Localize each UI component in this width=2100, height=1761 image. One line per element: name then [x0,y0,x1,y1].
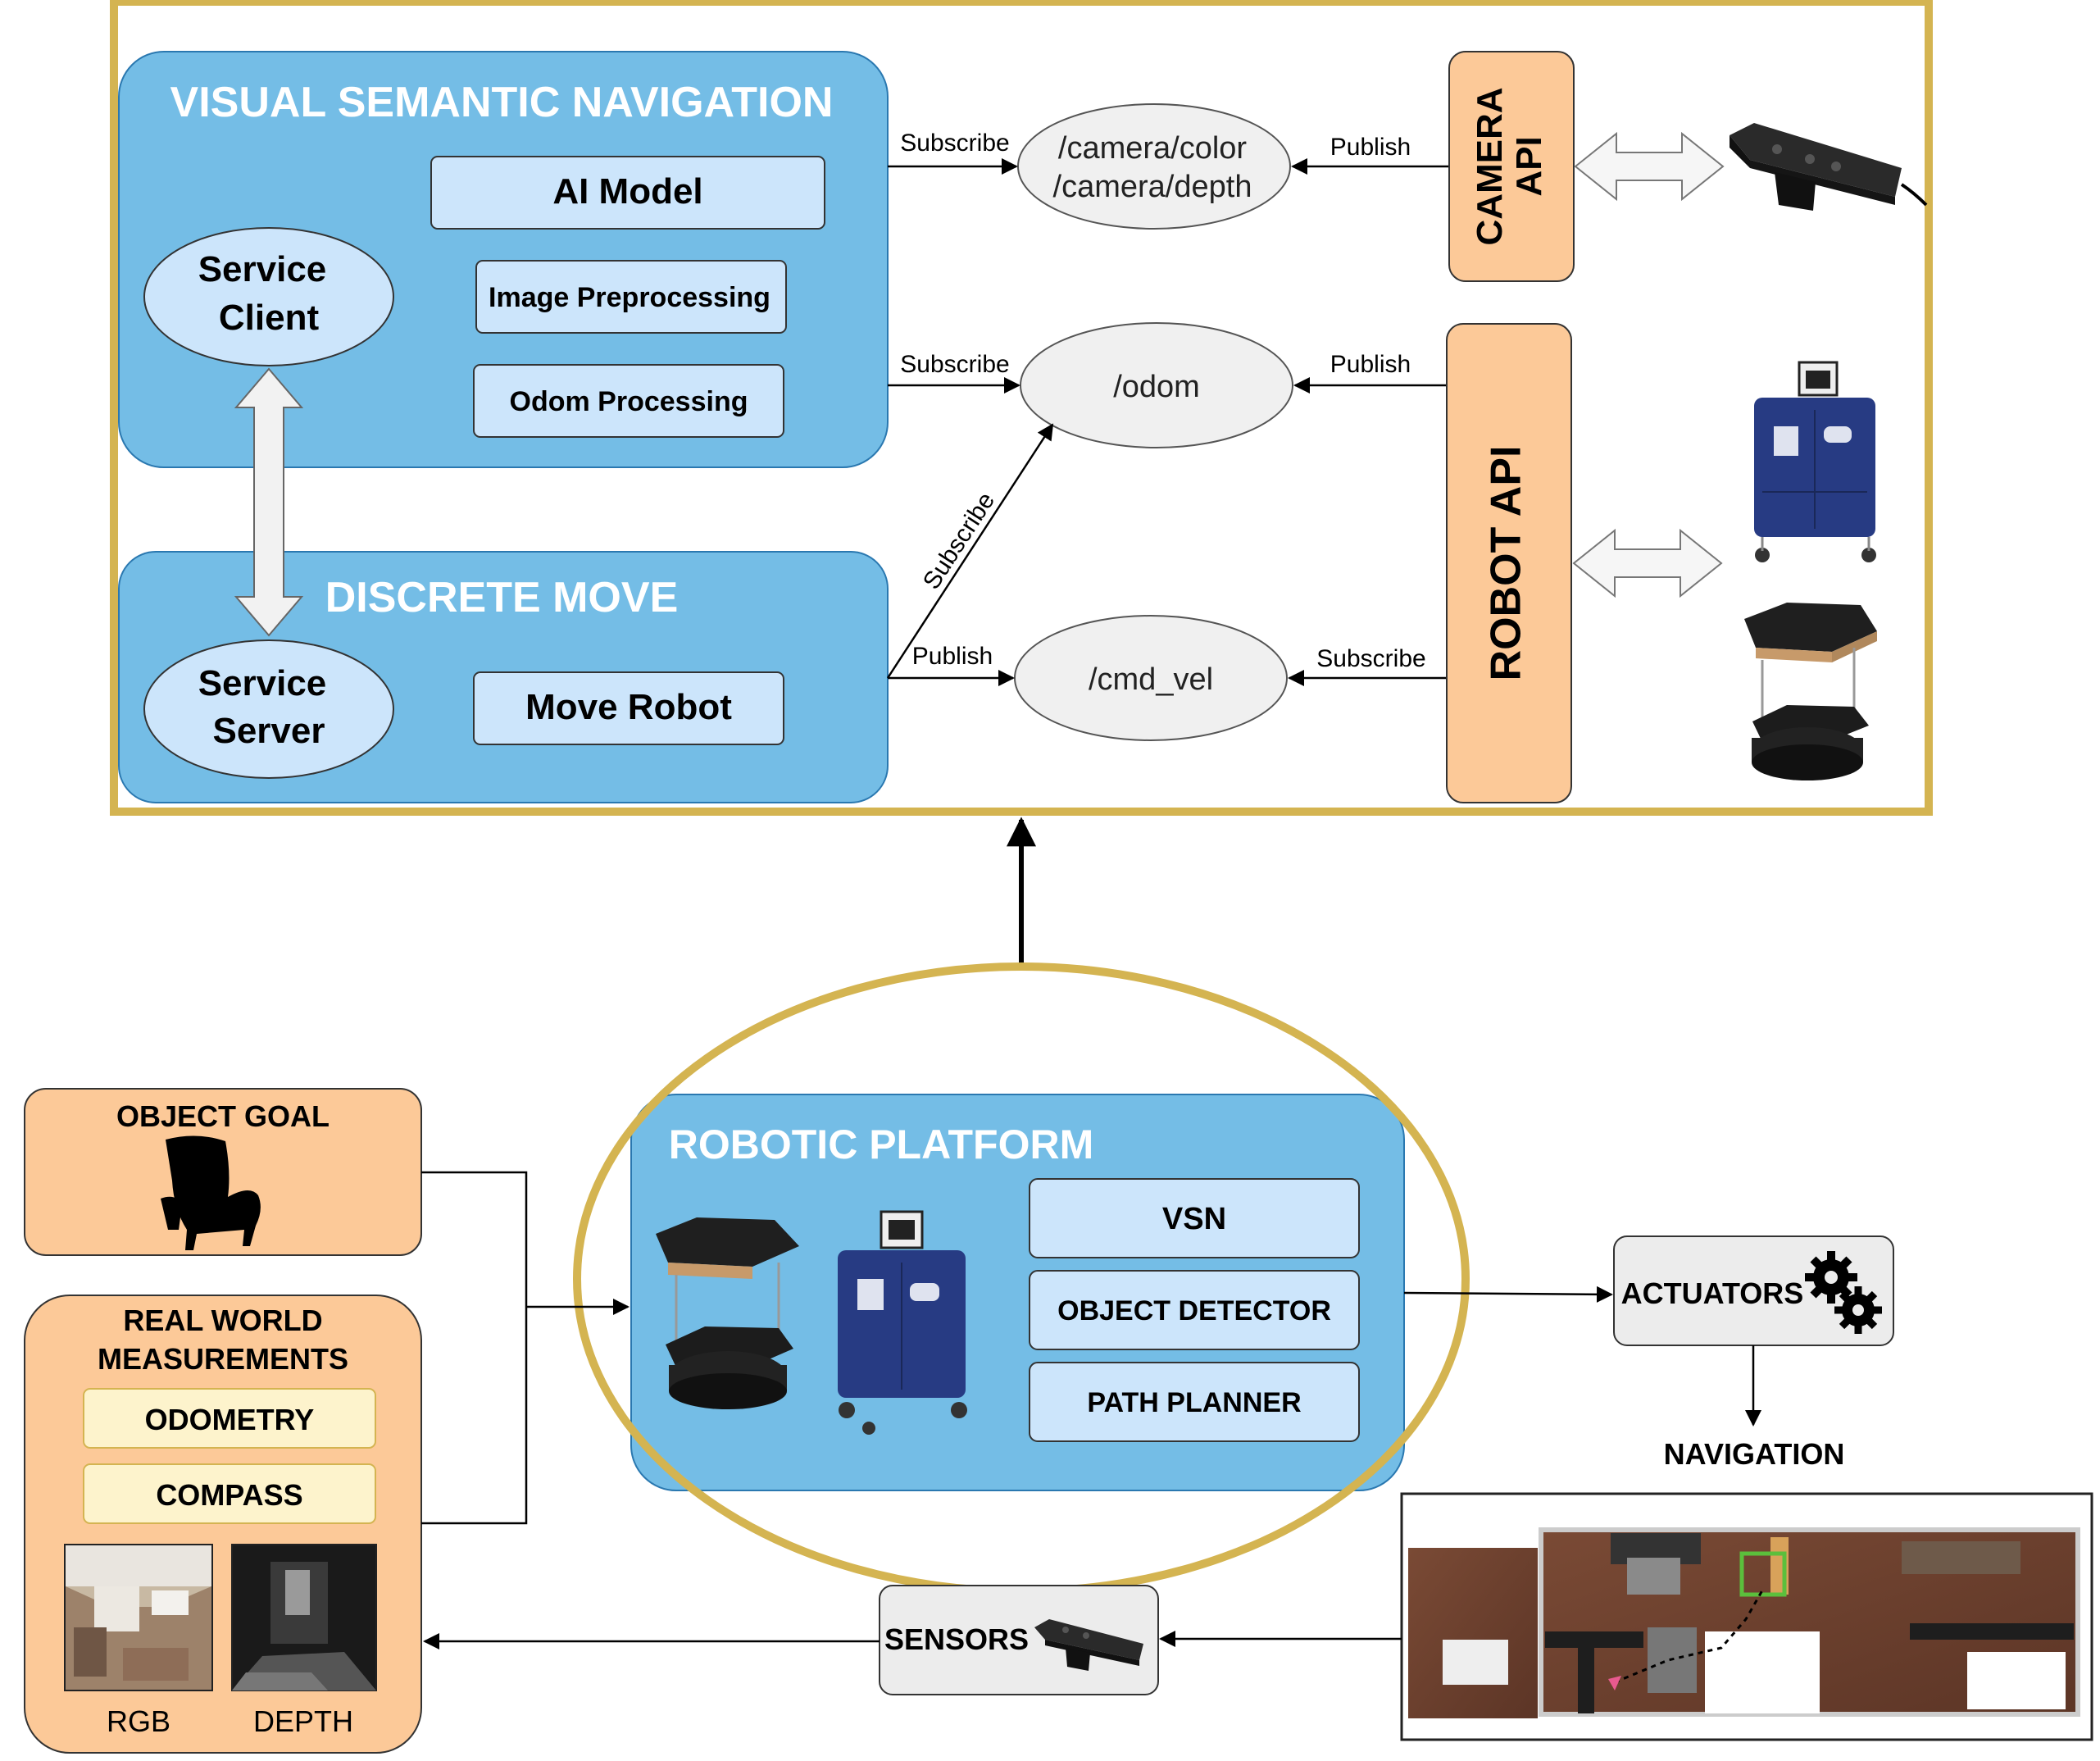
publish-label-odom: Publish [1330,351,1411,378]
robot-api-label: ROBOT API [1483,446,1530,681]
turtlebot-robot-image [1744,603,1877,780]
robotic-platform-title: ROBOTIC PLATFORM [669,1122,1093,1167]
subscribe-label-odom: Subscribe [900,351,1009,378]
cmd-vel-topic-ellipse[interactable] [1014,615,1288,741]
image-preprocessing-label: Image Preprocessing [489,282,770,313]
platform-vsn-label: VSN [1162,1202,1226,1236]
odom-topic-label: /odom [1113,370,1200,404]
gears-icon [1805,1251,1882,1334]
vsn-title: VISUAL SEMANTIC NAVIGATION [170,79,834,126]
subscribe-label-cmdvel: Subscribe [1316,645,1425,672]
real-world-title-line1: REAL WORLD [123,1304,322,1337]
service-server-line2: Server [212,711,325,751]
discrete-subscribe-odom-arrow [886,423,1054,679]
platform-turtlebot-image [656,1217,799,1409]
platform-to-actuators-arrow [1403,1285,1613,1303]
depth-label: DEPTH [253,1704,353,1738]
odometry-label: ODOMETRY [145,1403,315,1436]
ai-model-label: AI Model [552,171,702,212]
odom-processing-box[interactable] [473,364,784,438]
service-double-arrow [234,367,304,637]
platform-blue-robot-image [838,1210,967,1435]
image-preprocessing-box[interactable] [475,260,787,334]
navigation-floor-plan-image [1400,1492,2093,1741]
blue-service-robot-image [1754,361,1876,562]
service-client-line1: Service [198,249,327,289]
armchair-icon [161,1135,261,1250]
inputs-bracket-line [421,1171,528,1525]
actuators-label: ACTUATORS [1621,1276,1804,1310]
object-detector-label: OBJECT DETECTOR [1057,1295,1331,1326]
odom-processing-label: Odom Processing [510,386,748,417]
camera-api-box[interactable] [1448,51,1575,282]
object-detector-box[interactable] [1029,1270,1360,1350]
navigation-label: NAVIGATION [1664,1437,1845,1471]
platform-vsn-box[interactable] [1029,1178,1360,1258]
service-server-ellipse[interactable] [143,639,394,779]
discrete-move-title: DISCRETE MOVE [325,574,679,621]
rgb-label: RGB [107,1704,170,1738]
camera-hw-double-arrow [1574,131,1725,202]
service-server-line1: Service [198,663,327,703]
compass-box[interactable] [83,1463,376,1524]
odom-topic-ellipse[interactable] [1020,322,1293,448]
move-robot-box[interactable] [473,671,784,745]
odometry-box[interactable] [83,1388,376,1449]
compass-label: COMPASS [156,1478,302,1512]
depth-camera-image [1730,123,1928,211]
publish-label-cmdvel: Publish [912,643,993,670]
depth-image-thumbnail [231,1544,377,1691]
sensors-camera-icon [1034,1619,1143,1671]
service-client-line2: Client [219,298,320,338]
robot-hw-double-arrow [1572,528,1723,598]
move-robot-label: Move Robot [525,687,732,727]
vsn-container [118,51,889,468]
camera-api-line1: CAMERA [1470,87,1510,245]
camera-api-line2: API [1509,136,1549,196]
ai-model-box[interactable] [430,156,825,230]
camera-topic-ellipse[interactable] [1017,103,1291,230]
object-goal-title: OBJECT GOAL [116,1099,330,1133]
robot-api-box[interactable] [1446,323,1572,803]
real-world-title-line2: MEASUREMENTS [98,1342,348,1376]
service-client-ellipse[interactable] [143,227,394,366]
sensors-label: SENSORS [884,1622,1029,1656]
rgb-image-thumbnail [64,1544,213,1691]
subscribe-label-camera: Subscribe [900,130,1009,157]
path-planner-box[interactable] [1029,1362,1360,1442]
camera-topic-line1: /camera/color [1058,131,1248,166]
camera-topic-line2: /camera/depth [1053,170,1252,204]
publish-label-camera: Publish [1330,134,1411,161]
path-planner-label: PATH PLANNER [1087,1387,1301,1418]
cmd-vel-topic-label: /cmd_vel [1089,662,1213,697]
